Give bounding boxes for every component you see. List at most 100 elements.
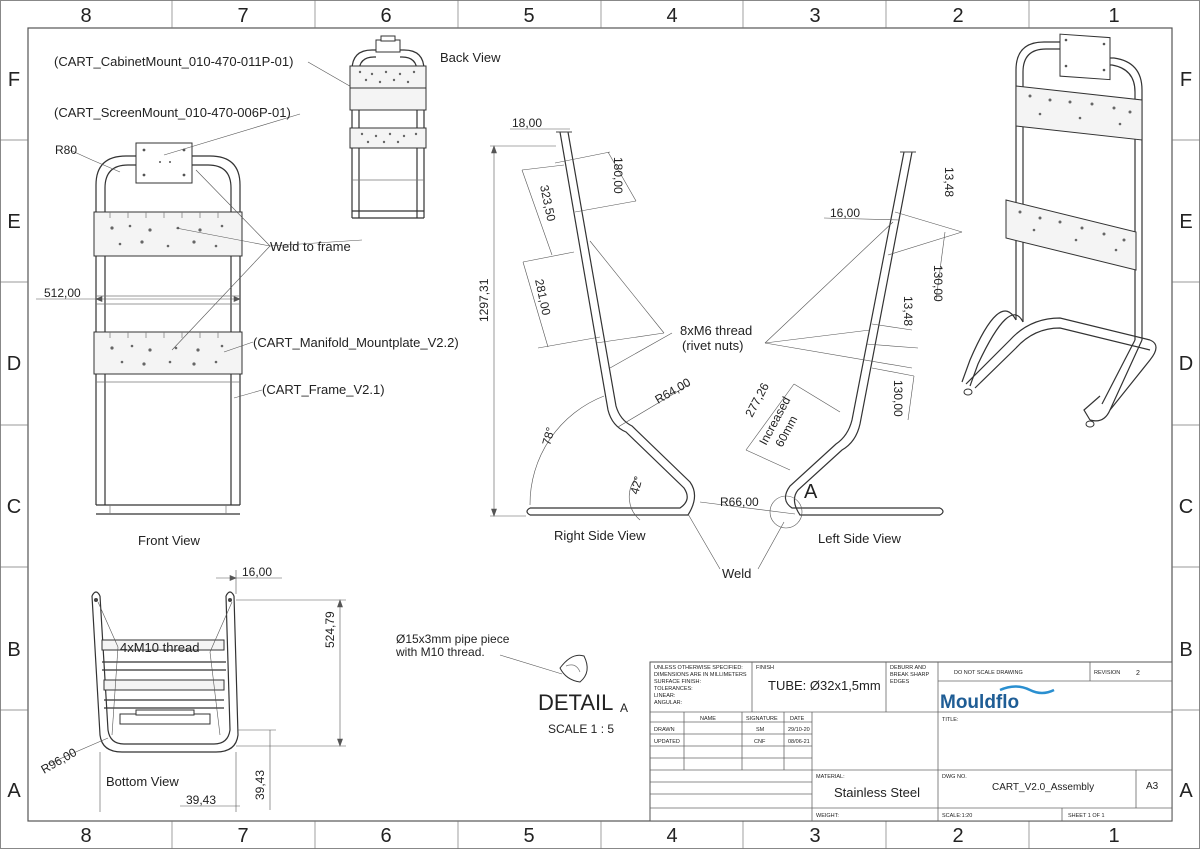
tb-scale-label: SCALE:1:20: [942, 813, 972, 819]
tb-note-2: DIMENSIONS ARE IN MILLIMETERS: [654, 672, 747, 678]
tb-note-4: TOLERANCES:: [654, 686, 693, 692]
zone-col-3-top: 3: [809, 5, 820, 27]
zone-col-3-bottom: 3: [809, 825, 820, 847]
zone-col-4-bottom: 4: [666, 825, 677, 847]
manifold-mount-plate: [93, 331, 243, 375]
dim-524: 524,79: [323, 611, 337, 648]
detail-title-letter: A: [620, 701, 628, 715]
dim-16-bottom: 16,00: [242, 565, 272, 579]
dim-180: 180,00: [611, 157, 625, 194]
zone-row-f-right: F: [1180, 69, 1192, 91]
right-side-view-label: Right Side View: [554, 528, 646, 543]
zone-row-a-left: A: [7, 780, 21, 802]
bottom-view: 4xM10 thread 16,00 524,79 R96,00 39,43 3…: [39, 565, 346, 812]
callout-weld-to-frame: Weld to frame: [270, 239, 351, 254]
zone-col-5-top: 5: [523, 5, 534, 27]
zone-col-1-top: 1: [1108, 5, 1119, 27]
dim-r66: R66,00: [720, 495, 759, 509]
callout-manifold: (CART_Manifold_Mountplate_V2.2): [253, 335, 459, 350]
tb-header-signature: SIGNATURE: [746, 716, 778, 722]
zone-col-2-top: 2: [952, 5, 963, 27]
tb-material-label: MATERIAL:: [816, 774, 845, 780]
zone-row-e-right: E: [1179, 211, 1192, 233]
tb-row2-sig: CNF: [754, 739, 766, 745]
tb-do-not-scale: DO NOT SCALE DRAWING: [954, 670, 1023, 676]
tb-row2-date: 08/06-21: [788, 739, 810, 745]
front-view-label: Front View: [138, 533, 201, 548]
tb-row2-role: UPDATED: [654, 739, 680, 745]
dim-r80: R80: [55, 143, 77, 157]
tb-note-6: ANGULAR:: [654, 700, 683, 706]
detail-title: DETAIL: [538, 690, 613, 715]
back-view: Back View: [349, 35, 501, 219]
tb-material-value: Stainless Steel: [834, 785, 920, 800]
left-side-view-label: Left Side View: [818, 531, 901, 546]
tb-dwg-label: DWG NO.: [942, 774, 967, 780]
zone-col-8-top: 8: [80, 5, 91, 27]
dim-13-b: 13,48: [901, 296, 915, 326]
dim-130-a: 130,00: [931, 265, 945, 302]
detail-a: Ø15x3mm pipe piece with M10 thread. DETA…: [395, 632, 628, 736]
zone-row-d-right: D: [1179, 353, 1193, 375]
callout-cabinet-mount: (CART_CabinetMount_010-470-011P-01): [54, 54, 293, 69]
zone-row-b-left: B: [7, 639, 20, 661]
tb-dwg-value: CART_V2.0_Assembly: [992, 782, 1094, 793]
tb-row1-date: 29/10-20: [788, 727, 810, 733]
tb-header-date: DATE: [790, 716, 805, 722]
detail-scale: SCALE 1 : 5: [548, 722, 614, 736]
zone-row-a-right: A: [1179, 780, 1193, 802]
tb-deburr-1: DEBURR AND: [890, 665, 926, 671]
callout-weld: Weld: [722, 566, 751, 581]
dim-angle-42: 42°: [627, 474, 645, 495]
tb-header-name: NAME: [700, 716, 716, 722]
zone-col-4-top: 4: [666, 5, 677, 27]
detail-marker-a: A: [804, 481, 818, 503]
zone-col-7-top: 7: [237, 5, 248, 27]
zone-col-6-top: 6: [380, 5, 391, 27]
callout-frame: (CART_Frame_V2.1): [262, 382, 385, 397]
callout-m10-thread: 4xM10 thread: [120, 640, 200, 655]
logo-wave-icon: [999, 685, 1055, 695]
zone-col-8-bottom: 8: [80, 825, 91, 847]
front-view: R80 512,00 Front View: [36, 142, 243, 548]
zone-row-c-left: C: [7, 496, 21, 518]
mouldflo-logo: Mouldflo: [940, 692, 1019, 713]
callout-pipe-line1: Ø15x3mm pipe piece: [396, 632, 510, 646]
zone-row-b-right: B: [1179, 639, 1192, 661]
callout-rivet-nuts: (rivet nuts): [682, 338, 743, 353]
title-block: UNLESS OTHERWISE SPECIFIED: DIMENSIONS A…: [649, 661, 1173, 822]
dim-39-horizontal: 39,43: [186, 793, 216, 807]
tb-note-5: LINEAR:: [654, 693, 676, 699]
inner-border: [27, 27, 1173, 822]
zone-col-6-bottom: 6: [380, 825, 391, 847]
tb-size: A3: [1146, 781, 1159, 792]
tb-finish-label: FINISH: [756, 665, 774, 671]
dim-39-vertical: 39,43: [253, 770, 267, 800]
isometric-view: [961, 33, 1157, 428]
callout-pipe-line2: with M10 thread.: [395, 645, 485, 659]
zone-col-2-bottom: 2: [952, 825, 963, 847]
zone-col-5-bottom: 5: [523, 825, 534, 847]
dim-13-a: 13,48: [942, 167, 956, 197]
tb-weight-label: WEIGHT:: [816, 813, 839, 819]
zone-row-d-left: D: [7, 353, 21, 375]
tb-revision-value: 2: [1136, 670, 1140, 677]
dim-angle-78: 78°: [539, 425, 557, 446]
tb-title-label: TITLE:: [942, 717, 959, 723]
cabinet-mount-plate: [93, 211, 243, 257]
tb-revision-label: REVISION: [1094, 670, 1120, 676]
zone-row-f-left: F: [8, 69, 20, 91]
dim-18: 18,00: [512, 116, 542, 130]
callout-m6-thread: 8xM6 thread: [680, 323, 752, 338]
tb-note-3: SURFACE FINISH:: [654, 679, 702, 685]
tb-note-1: UNLESS OTHERWISE SPECIFIED:: [654, 665, 743, 671]
front-callout-leaders: [163, 61, 375, 399]
back-view-label: Back View: [440, 50, 501, 65]
tb-sheet-label: SHEET 1 OF 1: [1068, 813, 1105, 819]
zone-col-1-bottom: 1: [1108, 825, 1119, 847]
tb-row1-role: DRAWN: [654, 727, 675, 733]
dim-16-left: 16,00: [830, 206, 860, 220]
dim-width-512: 512,00: [44, 286, 81, 300]
bottom-view-label: Bottom View: [106, 774, 179, 789]
